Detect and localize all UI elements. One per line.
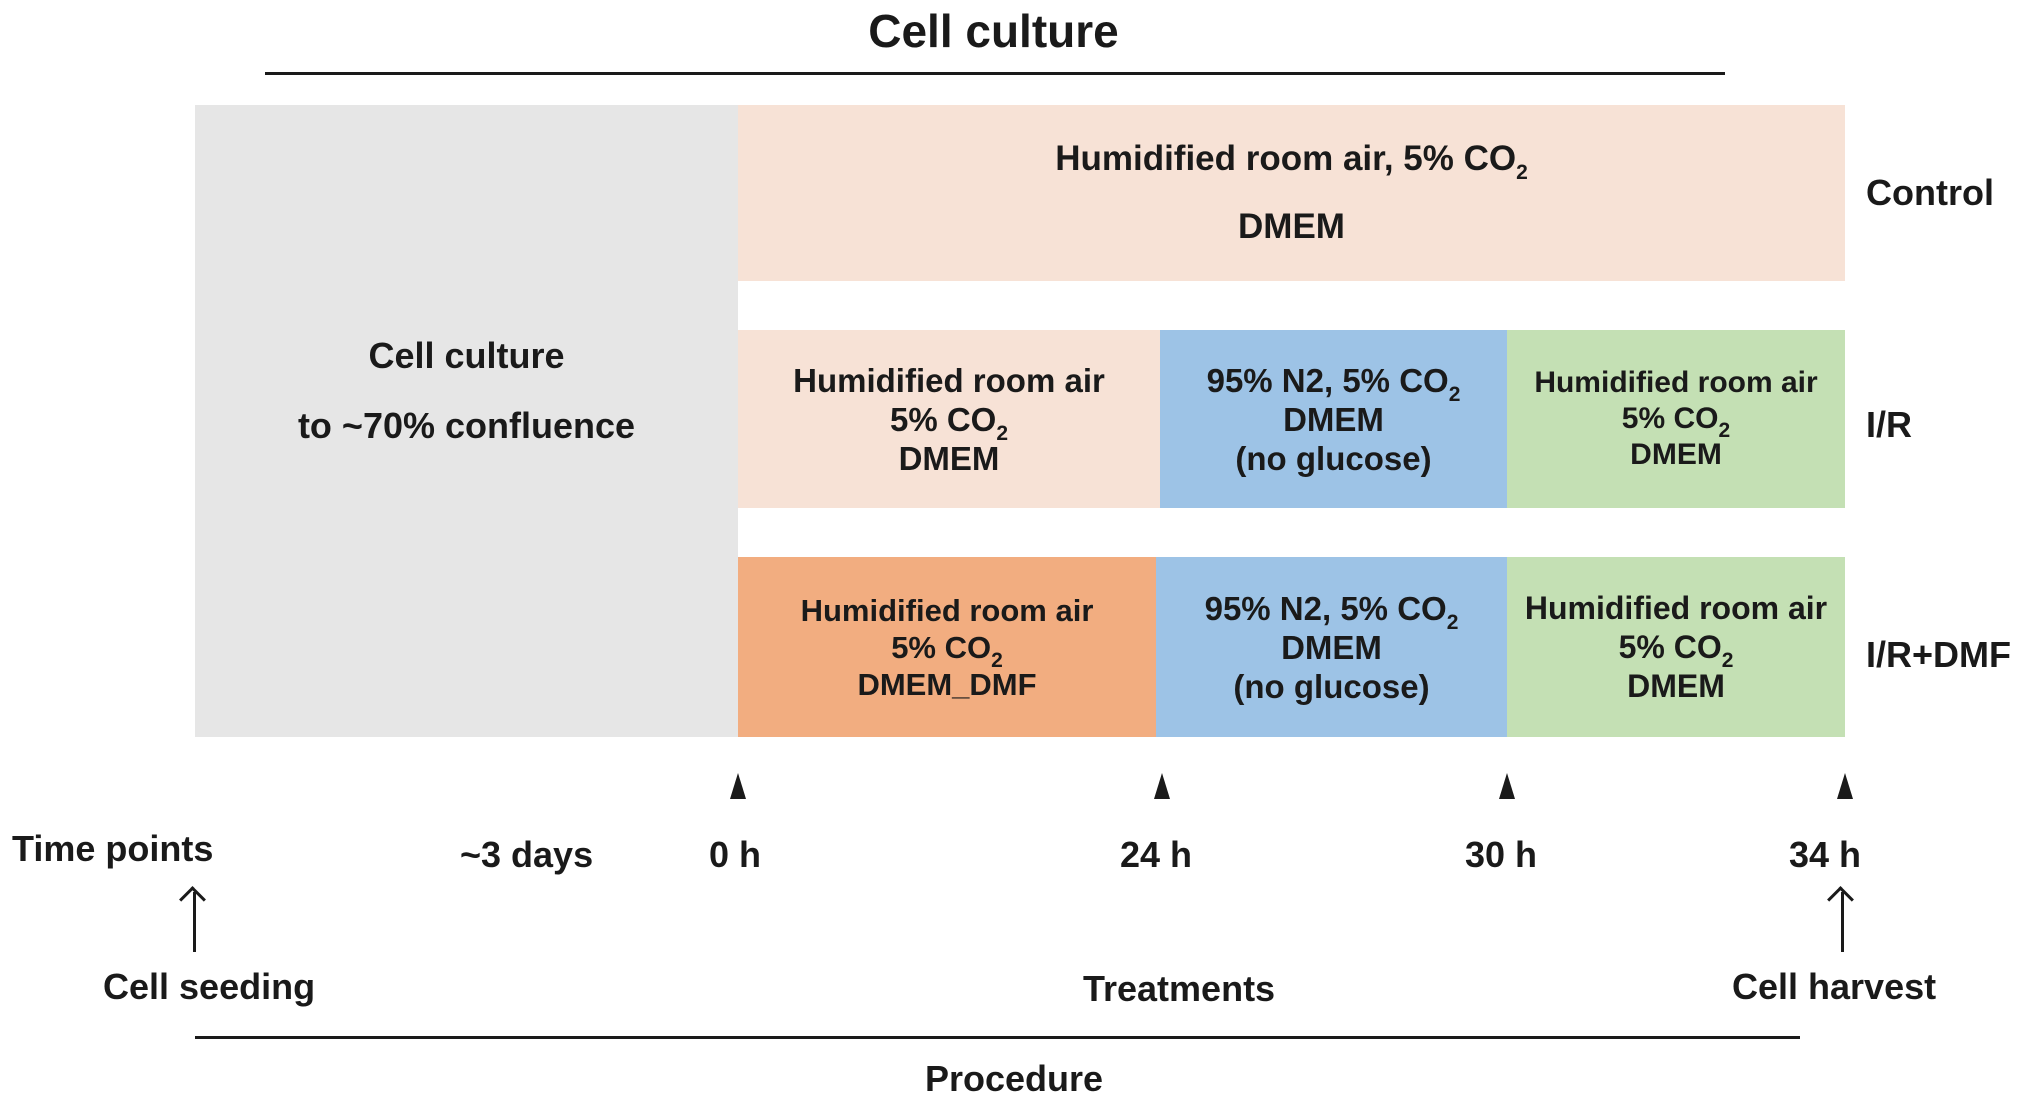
time-30h: 30 h xyxy=(1465,834,1538,875)
time-0h: 0 h xyxy=(709,834,762,875)
ir-phase1-block: Humidified room air 5% CO2 DMEM xyxy=(738,330,1160,508)
time-34h: 34 h xyxy=(1789,834,1862,875)
step-treatments: Treatments xyxy=(1083,968,1276,1009)
row-label-ir: I/R xyxy=(1866,404,1913,445)
marker-34h xyxy=(1837,773,1853,799)
row-label-irdmf: I/R+DMF xyxy=(1866,634,2012,675)
time-days: ~3 days xyxy=(460,834,594,875)
control-gas: Humidified room air, 5% CO2 xyxy=(1055,139,1528,184)
ir-phase3-block: Humidified room air 5% CO2 DMEM xyxy=(1507,330,1845,508)
step-seeding: Cell seeding xyxy=(103,966,316,1007)
irdmf-phase2-block: 95% N2, 5% CO2 DMEM (no glucose) xyxy=(1156,557,1507,737)
time-points-label: Time points xyxy=(12,828,214,869)
preculture-block: Cell culture to ~70% confluence xyxy=(195,105,738,737)
procedure-label: Procedure xyxy=(925,1058,1104,1099)
preculture-text: Cell culture to ~70% confluence xyxy=(297,335,636,446)
row-label-control: Control xyxy=(1866,172,1994,213)
harvest-arrow xyxy=(1841,892,1844,952)
page-title: Cell culture xyxy=(868,5,1119,57)
control-block: Humidified room air, 5% CO2 DMEM xyxy=(738,105,1845,281)
ir-phase2-block: 95% N2, 5% CO2 DMEM (no glucose) xyxy=(1160,330,1507,508)
irdmf-phase1-block: Humidified room air 5% CO2 DMEM_DMF xyxy=(738,557,1156,737)
procedure-line xyxy=(195,1036,1800,1039)
irdmf-phase3-block: Humidified room air 5% CO2 DMEM xyxy=(1507,557,1845,737)
marker-24h xyxy=(1154,773,1170,799)
title-underline xyxy=(265,72,1725,75)
step-harvest: Cell harvest xyxy=(1732,966,1937,1007)
time-24h: 24 h xyxy=(1120,834,1193,875)
seeding-arrow xyxy=(193,892,196,952)
marker-0h xyxy=(730,773,746,799)
control-medium: DMEM xyxy=(1238,207,1345,246)
marker-30h xyxy=(1499,773,1515,799)
